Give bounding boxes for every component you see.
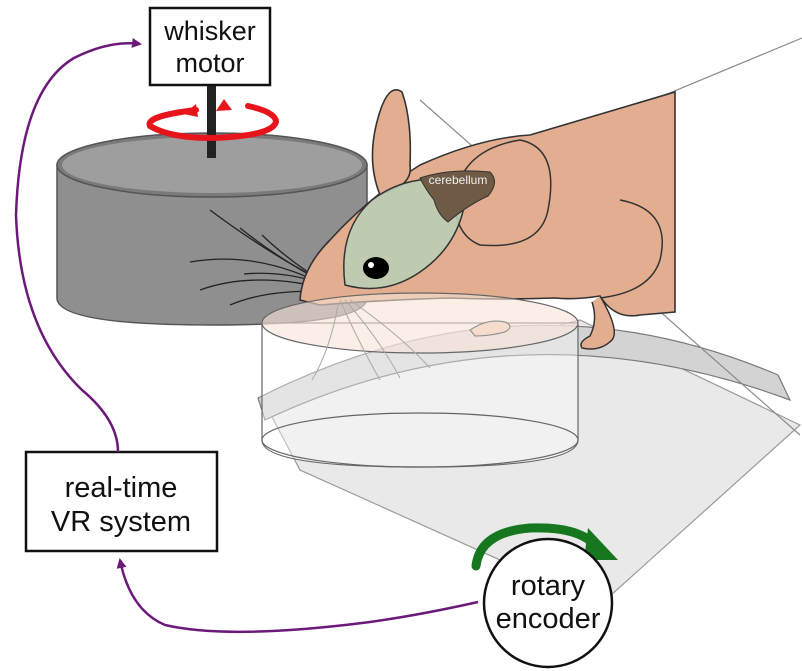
rotary-encoder-label-line2: encoder [496,603,601,635]
virtual-cylinder [262,293,578,467]
rotary-encoder-label-line1: rotary [511,570,586,602]
whisker-motor-box: whisker motor [150,8,270,85]
whisker-motor-label-line2: motor [175,48,244,78]
vr-system-label-line2: VR system [51,506,191,538]
cerebellum-label: cerebellum [429,173,488,187]
whisker-motor-label-line1: whisker [163,16,256,46]
vr-system-box: real-time VR system [26,452,217,551]
mouse-ear [372,90,410,195]
mouse-eye [363,257,389,279]
rotary-encoder: rotary encoder [484,539,612,667]
motor-shaft [207,82,216,158]
encoder-to-vr-arrow [120,560,478,632]
vr-system-label-line1: real-time [65,472,178,504]
